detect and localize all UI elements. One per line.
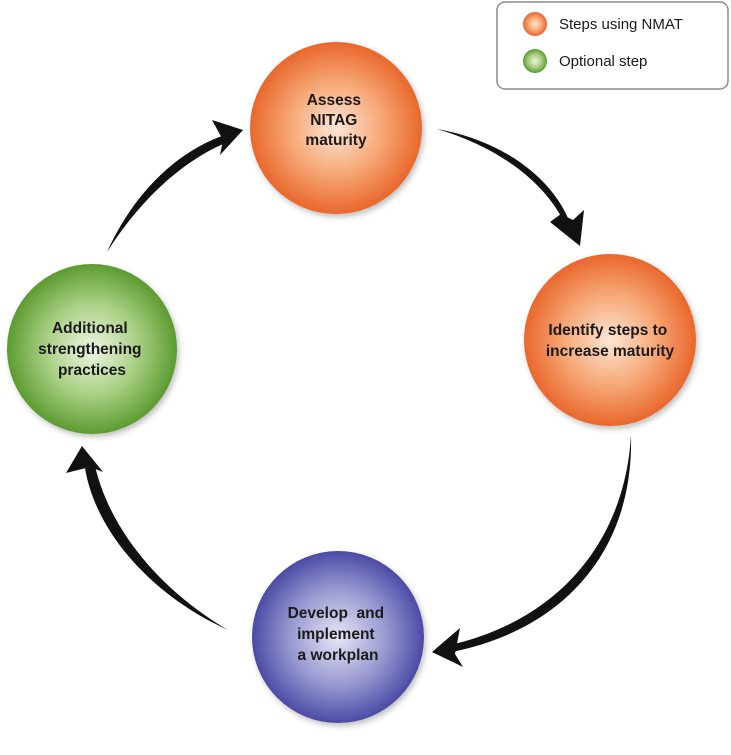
legend: Steps using NMAT Optional step <box>496 1 729 90</box>
cycle-arrows <box>66 120 632 667</box>
arrow-head-additional <box>66 446 103 473</box>
arrow-develop-to-additional <box>85 466 228 630</box>
arrow-identify-to-develop <box>450 435 632 652</box>
node-develop: Develop and implement a workplan <box>252 551 424 723</box>
arrow-head-identify <box>550 210 584 246</box>
node-additional: Additional strengthening practices <box>7 264 177 434</box>
node-assess-label: Assess NITAG maturity <box>305 92 367 149</box>
node-assess-circle <box>250 42 422 214</box>
node-additional-label: Additional strengthening practices <box>38 320 146 379</box>
arrow-head-develop <box>432 628 463 667</box>
node-assess: Assess NITAG maturity <box>250 42 422 214</box>
legend-swatch-optional <box>523 49 547 73</box>
legend-swatch-nmat <box>523 12 547 36</box>
legend-label-optional: Optional step <box>559 53 647 70</box>
node-develop-circle <box>252 551 424 723</box>
legend-box <box>496 1 729 90</box>
legend-label-nmat: Steps using NMAT <box>559 16 683 33</box>
node-identify: Identify steps to increase maturity <box>524 254 696 426</box>
node-identify-label: Identify steps to increase maturity <box>546 322 675 360</box>
node-identify-circle <box>524 254 696 426</box>
arrow-assess-to-identify <box>437 129 570 226</box>
node-additional-circle <box>7 264 177 434</box>
arrow-additional-to-assess <box>107 135 228 252</box>
arrow-head-assess <box>212 120 243 155</box>
node-develop-label: Develop and implement a workplan <box>288 605 389 664</box>
